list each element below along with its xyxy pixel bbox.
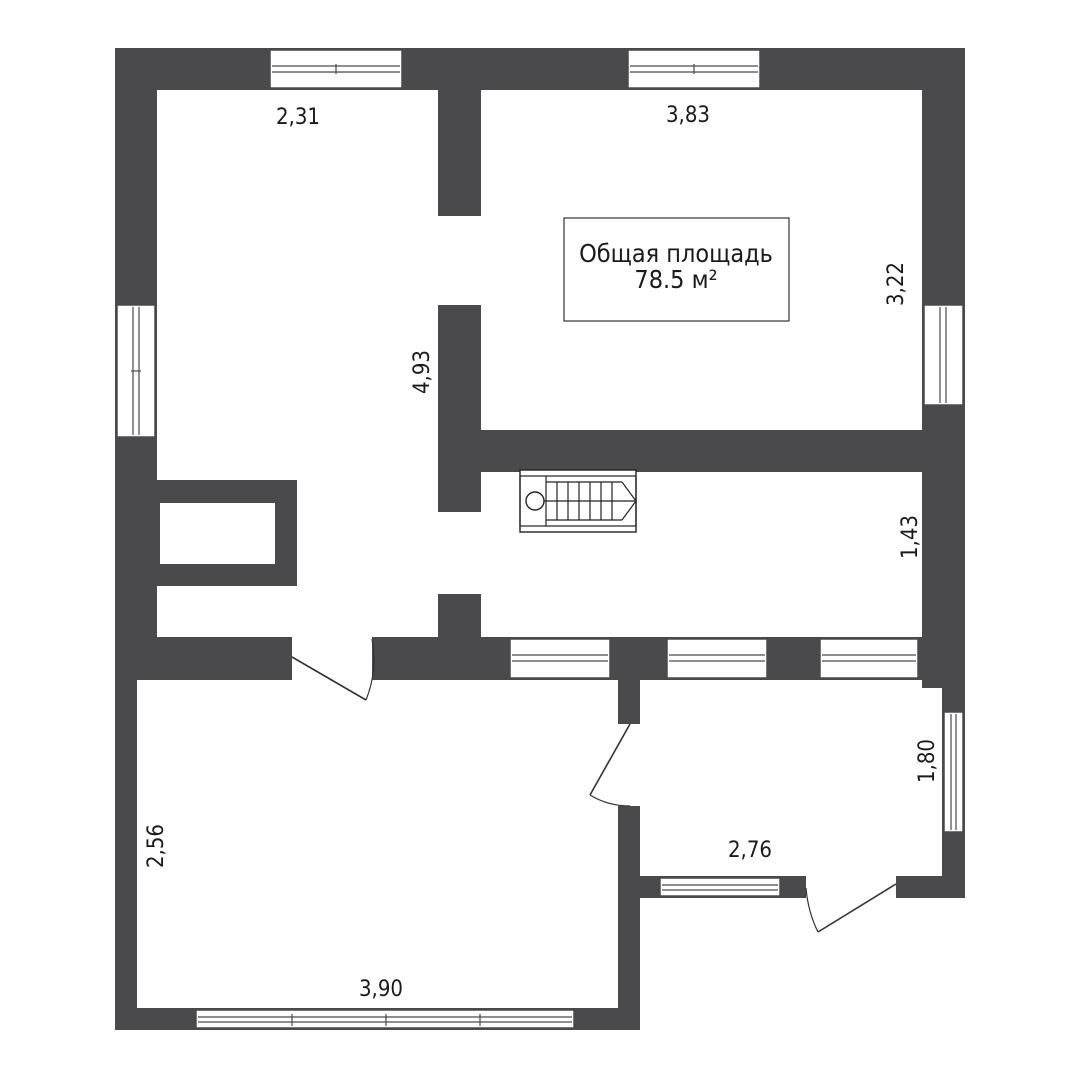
doors bbox=[291, 637, 897, 933]
dim-corridor-height: 1,43 bbox=[898, 515, 923, 559]
area-label-line1: Общая площадь bbox=[579, 239, 773, 268]
area-label: Общая площадь 78.5 м² bbox=[563, 217, 790, 322]
dim-hall-height: 4,93 bbox=[410, 350, 435, 394]
dim-top-right-height: 3,22 bbox=[884, 262, 909, 306]
staircase bbox=[519, 469, 637, 533]
window bbox=[195, 1009, 575, 1029]
dim-bottom-left-width: 3,90 bbox=[359, 977, 403, 1002]
window bbox=[659, 877, 781, 897]
window bbox=[666, 638, 768, 679]
dimension-labels: 2,31 3,83 3,22 4,93 1,43 1,80 2,76 2,56 … bbox=[144, 103, 940, 1002]
window bbox=[627, 49, 761, 89]
window bbox=[923, 304, 964, 406]
windows bbox=[116, 49, 964, 1029]
dim-side-room-height: 1,80 bbox=[915, 739, 940, 783]
window bbox=[819, 638, 919, 679]
window bbox=[509, 638, 611, 679]
area-label-line2: 78.5 м² bbox=[634, 265, 717, 294]
dim-top-right-width: 3,83 bbox=[666, 103, 710, 128]
window bbox=[943, 711, 964, 833]
dim-side-room-width: 2,76 bbox=[728, 838, 772, 863]
dim-bottom-left-height: 2,56 bbox=[144, 824, 169, 868]
dim-top-left-width: 2,31 bbox=[276, 105, 320, 130]
